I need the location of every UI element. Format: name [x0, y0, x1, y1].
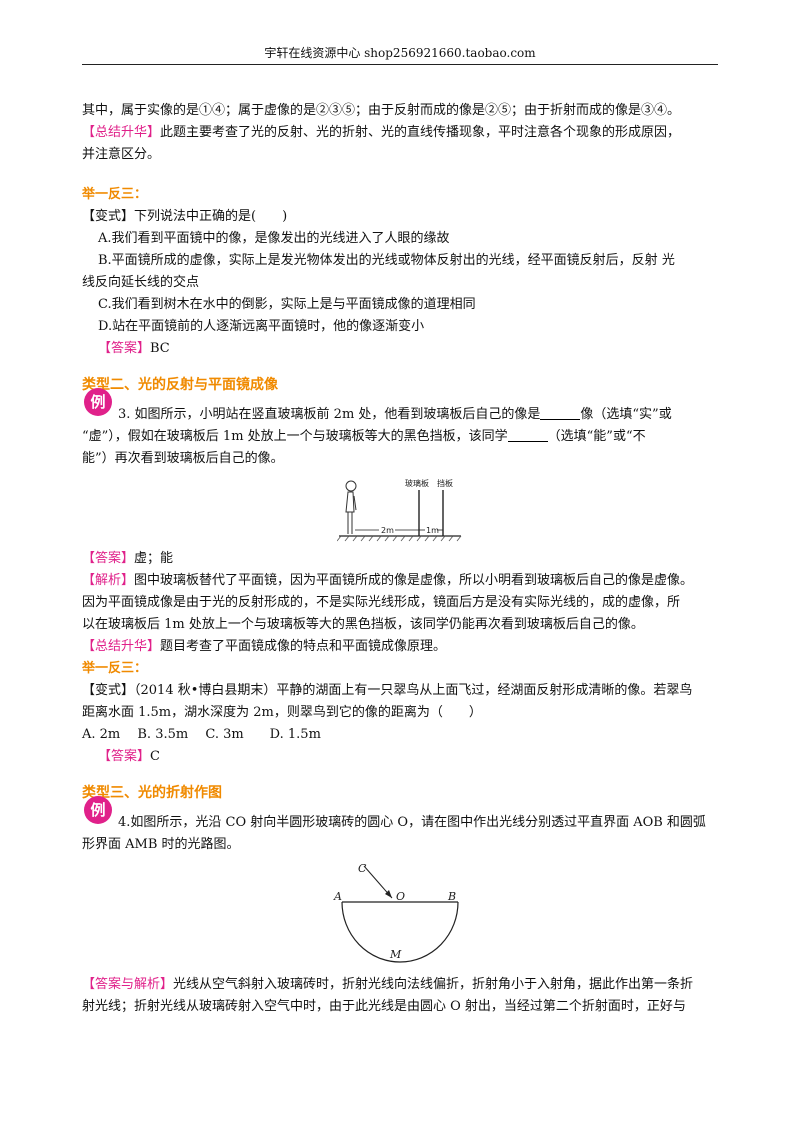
mirror-figure: 玻璃板 挡板 2m 1m	[337, 478, 462, 542]
drill-heading: 举一反三：	[82, 187, 148, 202]
answer-analysis-tag: 【答案与解析】	[82, 977, 174, 992]
semicircle-figure: C O A B M	[333, 862, 459, 963]
page-header: 宇轩在线资源中心 shop256921660.taobao.com	[82, 44, 718, 65]
answer-value-3: C	[150, 749, 160, 764]
option-b: B.平面镜所成的虚像，实际上是发光物体发出的光线或物体反射出的光线，经平面镜反射…	[98, 253, 675, 268]
variant-2-line2: 距离水面 1.5m，湖水深度为 2m，则翠鸟到它的像的距离为（ ）	[82, 705, 482, 720]
summary-tag: 【总结升华】	[82, 125, 161, 140]
example-badge-2: 例	[84, 796, 112, 824]
example-3-line1: 3. 如图所示，小明站在竖直玻璃板前 2m 处，他看到玻璃板后自己的像是 像（选填…	[118, 404, 722, 426]
answer-value: BC	[150, 341, 170, 356]
q3-text-b: 像（选填“实”或	[580, 407, 672, 422]
answer-analysis-para: 【答案与解析】光线从空气斜射入玻璃砖时，折射光线向法线偏折，折射角小于入射角，据…	[82, 974, 722, 996]
label-glass: 玻璃板	[405, 478, 429, 488]
example-4: 例 4.如图所示，光沿 CO 射向半圆形玻璃砖的圆心 O，请在图中作出光线分别透…	[82, 796, 722, 834]
example-4-line1: 4.如图所示，光沿 CO 射向半圆形玻璃砖的圆心 O，请在图中作出光线分别透过平…	[118, 815, 706, 830]
variant-question: 【变式】下列说法中正确的是( )	[82, 209, 288, 224]
document-body: 其中，属于实像的是①④；属于虚像的是②③⑤；由于反射而成的像是②⑤；由于折射而成…	[82, 100, 722, 1018]
option-c: C.我们看到树木在水中的倒影，实际上是与平面镜成像的道理相同	[98, 297, 476, 312]
answer-analysis-line2: 射光线；折射光线从玻璃砖射入空气中时，由于此光线是由圆心 O 射出，当经过第二个…	[82, 999, 686, 1014]
analysis-para: 【解析】图中玻璃板替代了平面镜，因为平面镜所成的像是虚像，所以小明看到玻璃板后自…	[82, 570, 722, 592]
summary-para: 【总结升华】此题主要考查了光的反射、光的折射、光的直线传播现象，平时注意各个现象…	[82, 122, 722, 144]
summary-tag-2: 【总结升华】	[82, 639, 161, 654]
summary-text: 此题主要考查了光的反射、光的折射、光的直线传播现象，平时注意各个现象的形成原因，	[160, 125, 681, 140]
example-4-line2: 形界面 AMB 时的光路图。	[82, 837, 240, 852]
label-1m: 1m	[426, 526, 439, 535]
arrow-head	[385, 890, 392, 898]
variant-2-options: A. 2m B. 3.5m C. 3m D. 1.5m	[82, 727, 321, 742]
example-3: 例 3. 如图所示，小明站在竖直玻璃板前 2m 处，他看到玻璃板后自己的像是 像（…	[82, 388, 722, 426]
summary-para-2: 【总结升华】题目考查了平面镜成像的特点和平面镜成像原理。	[82, 636, 722, 658]
answer-tag-3: 【答案】	[98, 749, 151, 764]
summary-text-2: 题目考查了平面镜成像的特点和平面镜成像原理。	[160, 639, 447, 654]
label-c: C	[358, 862, 367, 875]
analysis-line3: 以在玻璃板后 1m 处放上一个与玻璃板等大的黑色挡板，该同学仍能再次看到玻璃板后…	[82, 617, 644, 632]
ground-hatching	[337, 535, 462, 542]
q3-text-c: “虚”），假如在玻璃板后 1m 处放上一个与玻璃板等大的黑色挡板，该同学	[82, 429, 508, 444]
example-3-line2: “虚”），假如在玻璃板后 1m 处放上一个与玻璃板等大的黑色挡板，该同学 （选填“…	[82, 426, 722, 448]
answer-value-2: 虚；能	[134, 551, 174, 566]
answer-blank-1	[540, 405, 581, 420]
label-m: M	[389, 948, 402, 961]
person-figure	[345, 480, 357, 534]
answer-tag: 【答案】	[98, 341, 151, 356]
answer-analysis-line1: 光线从空气斜射入玻璃砖时，折射光线向法线偏折，折射角小于入射角，据此作出第一条折	[173, 977, 694, 992]
label-board: 挡板	[437, 478, 453, 488]
answer-para-3: 【答案】C	[82, 746, 722, 768]
arc-interface	[341, 901, 459, 963]
q3-text-a: 3. 如图所示，小明站在竖直玻璃板前 2m 处，他看到玻璃板后自己的像是	[118, 407, 541, 422]
answer-line: 其中，属于实像的是①④；属于虚像的是②③⑤；由于反射而成的像是②⑤；由于折射而成…	[82, 103, 681, 118]
variant-2-line1: 【变式】（2014 秋•博白县期末）平静的湖面上有一只翠鸟从上面飞过，经湖面反射…	[82, 680, 722, 702]
answer-para-2: 【答案】虚；能	[82, 548, 722, 570]
option-a: A.我们看到平面镜中的像，是像发出的光线进入了人眼的缘故	[98, 231, 450, 246]
q3-text-d: （选填“能”或“不	[547, 429, 646, 444]
example-badge: 例	[84, 388, 112, 416]
variant-text-1: （2014 秋•博白县期末）平静的湖面上有一只翠鸟从上面飞过，经湖面反射形成清晰…	[134, 683, 693, 698]
analysis-tag: 【解析】	[82, 573, 135, 588]
answer-tag-2: 【答案】	[82, 551, 135, 566]
label-2m: 2m	[381, 526, 394, 535]
label-b: B	[447, 890, 456, 903]
section-title-2: 类型二、光的反射与平面镜成像	[82, 377, 278, 393]
variant-tag: 【变式】	[82, 683, 135, 698]
header-text: 宇轩在线资源中心 shop256921660.taobao.com	[264, 46, 536, 60]
answer-para: 【答案】BC	[82, 338, 722, 360]
analysis-line1: 图中玻璃板替代了平面镜，因为平面镜所成的像是虚像，所以小明看到玻璃板后自己的像是…	[134, 573, 694, 588]
option-d: D.站在平面镜前的人逐渐远离平面镜时，他的像逐渐变小	[98, 319, 425, 334]
analysis-line2: 因为平面镜成像是由于光的反射形成的，不是实际光线形成，镜面后方是没有实际光线的，…	[82, 595, 681, 610]
label-o: O	[396, 890, 405, 903]
label-a: A	[333, 890, 342, 903]
drill-heading-2: 举一反三：	[82, 661, 148, 676]
option-b-cont: 线反向延长线的交点	[82, 275, 200, 290]
summary-text-cont: 并注意区分。	[82, 147, 161, 162]
example-3-line3: 能”）再次看到玻璃板后自己的像。	[82, 451, 284, 466]
answer-blank-2	[507, 427, 548, 442]
section-title-3: 类型三、光的折射作图	[82, 785, 222, 801]
